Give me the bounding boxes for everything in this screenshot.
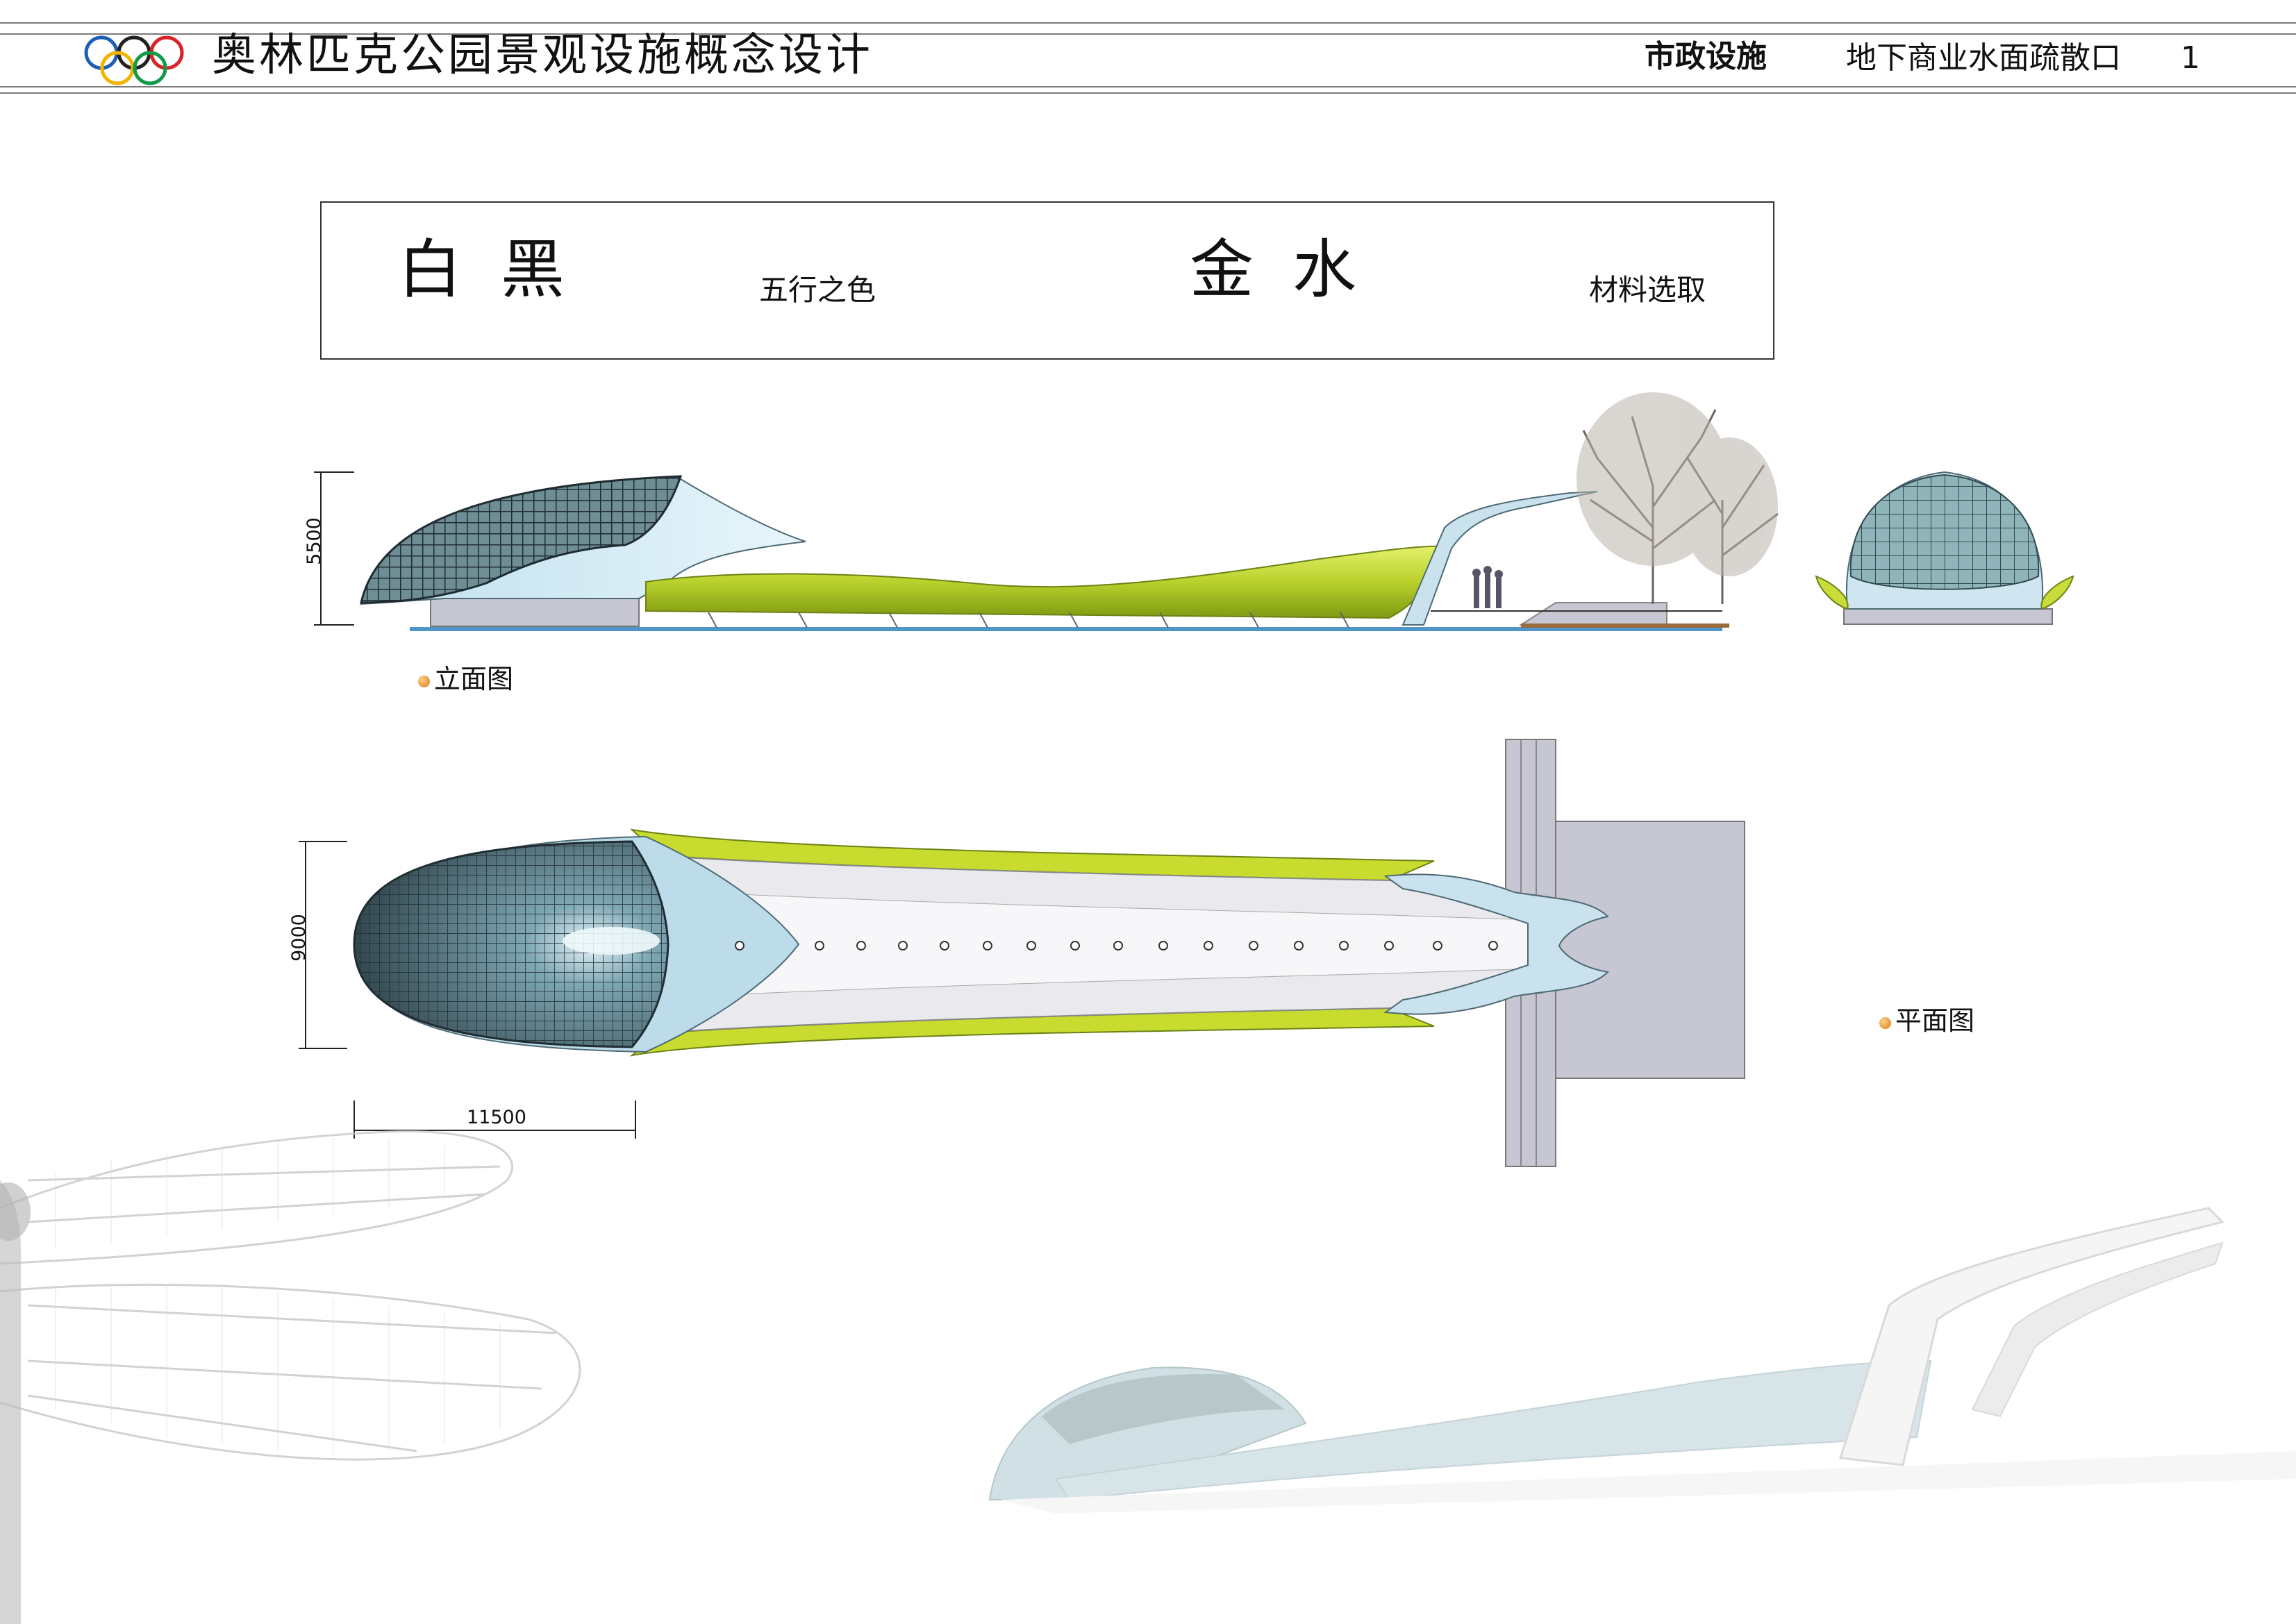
side-dome-fin-left bbox=[1815, 575, 1849, 610]
elevation-caption-text: 立面图 bbox=[434, 664, 514, 694]
concept-title-box: 白黑 五行之色 金水 材料选取 bbox=[320, 201, 1774, 360]
header-rule-top bbox=[0, 22, 2296, 24]
materials-heading: 金水 bbox=[1190, 233, 1396, 307]
five-colors-caption: 五行之色 bbox=[759, 273, 876, 307]
bullet-icon-plan bbox=[1879, 1017, 1891, 1029]
roof-supports bbox=[708, 612, 1349, 628]
side-dome-grid bbox=[1849, 474, 2040, 590]
people-silhouettes bbox=[1472, 566, 1503, 608]
water-base-line bbox=[410, 627, 1722, 631]
header-rule-bottom bbox=[0, 86, 2296, 87]
plan-dome-eye bbox=[563, 927, 660, 955]
plan-column-holes bbox=[735, 941, 1498, 951]
plan-width-dimension bbox=[299, 841, 347, 1049]
plan-glass-fork bbox=[1383, 873, 1610, 1015]
plan-length-dimension bbox=[353, 1100, 636, 1139]
canopy-slab bbox=[430, 598, 640, 627]
plan-length-label: 11500 bbox=[467, 1107, 526, 1128]
grid-shell bbox=[360, 475, 683, 604]
elevation-height-dimension bbox=[314, 471, 354, 626]
tree-crowns bbox=[1577, 392, 1778, 576]
ground-strip bbox=[1521, 623, 1729, 628]
plan-plaza bbox=[1555, 821, 1745, 1079]
plan-caption-text: 平面图 bbox=[1895, 1005, 1975, 1036]
materials-caption: 材料选取 bbox=[1589, 273, 1706, 307]
page-number: 1 bbox=[2181, 40, 2200, 76]
subtitle-label: 地下商业水面疏散口 bbox=[1846, 40, 2121, 76]
category-label: 市政设施 bbox=[1645, 39, 1767, 74]
page-title: 奥林匹克公园景观设施概念设计 bbox=[212, 30, 873, 81]
side-dome-fin-right bbox=[2040, 575, 2074, 610]
header-rule-bottom2 bbox=[0, 92, 2296, 94]
olympic-rings-logo bbox=[84, 35, 184, 85]
plan-caption: 平面图 bbox=[1879, 1003, 1974, 1038]
header-rule-mid bbox=[0, 33, 2296, 35]
elevation-caption: 立面图 bbox=[418, 662, 513, 696]
bullet-icon bbox=[418, 676, 430, 687]
five-colors-heading: 白黑 bbox=[398, 233, 604, 307]
